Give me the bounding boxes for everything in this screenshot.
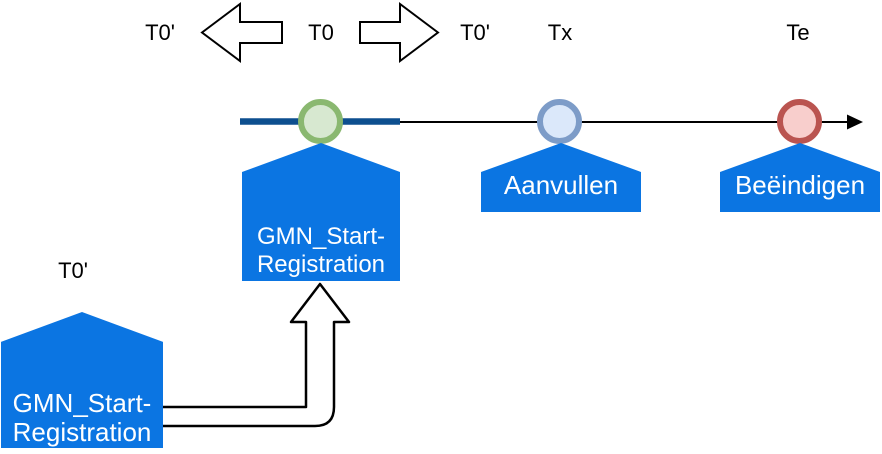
time-label-pending-t0-prime: T0': [58, 258, 88, 283]
event-label-line2: Registration: [256, 251, 386, 278]
event-label-line1: GMN_Start-: [12, 388, 152, 418]
timeline-arrowhead-icon: [847, 114, 863, 130]
event-label-line2: Registration: [12, 417, 152, 447]
time-label-t0-prime-right: T0': [460, 20, 490, 45]
time-label-te: Te: [786, 20, 810, 45]
arrow-left-icon: [200, 2, 283, 63]
milestone-circle-green: [298, 99, 343, 144]
time-label-t0-prime-left: T0': [145, 20, 175, 45]
milestone-circle-blue: [537, 99, 582, 144]
arrow-right-icon: [359, 2, 440, 63]
elbow-arrow-icon: [158, 282, 351, 428]
event-label-line1: GMN_Start-: [256, 223, 385, 250]
milestone-circle-red: [777, 99, 822, 144]
event-label: Beëindigen: [734, 170, 866, 200]
event-label: Aanvullen: [503, 170, 619, 200]
time-label-tx: Tx: [547, 20, 573, 45]
event-shape-pending-registration: GMN_Start- Registration: [1, 312, 163, 448]
time-label-t0: T0: [308, 20, 334, 45]
event-shape-start-registration: GMN_Start- Registration: [242, 143, 400, 281]
